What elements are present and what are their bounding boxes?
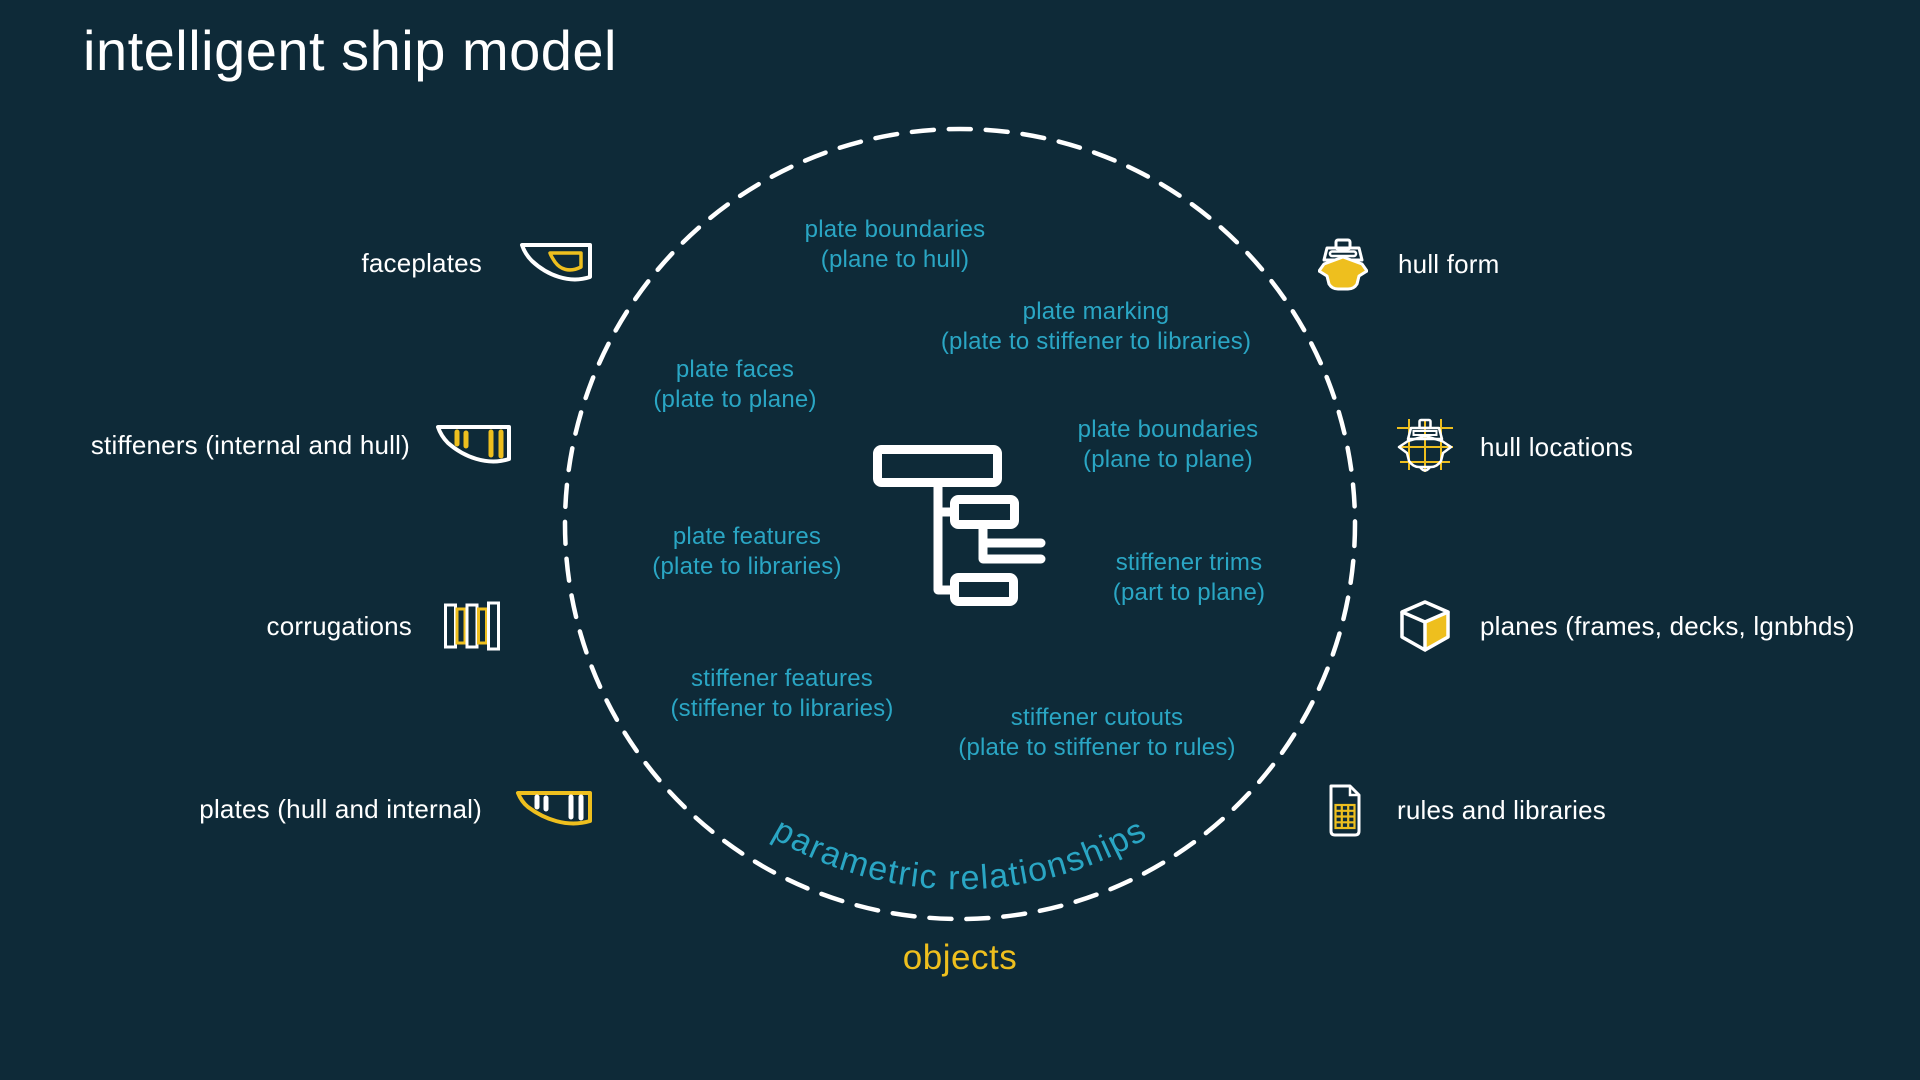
stiffeners-label: stiffeners (internal and hull) bbox=[90, 429, 410, 460]
hull-form-icon bbox=[1318, 238, 1368, 290]
faceplates-label: faceplates bbox=[361, 247, 482, 278]
rules-document-icon bbox=[1329, 784, 1361, 836]
relationship-detail: (part to plane) bbox=[1112, 579, 1266, 606]
rules-label: rules and libraries bbox=[1397, 794, 1607, 825]
relationship-plate-marking: plate marking (plate to stiffener to lib… bbox=[941, 297, 1251, 357]
svg-text:parametric relationships: parametric relationships bbox=[767, 811, 1153, 898]
relationship-detail: (plate to plane) bbox=[653, 386, 817, 413]
hull-locations-icon bbox=[1397, 418, 1453, 472]
relationship-detail: (plate to stiffener to rules) bbox=[958, 734, 1236, 761]
object-row-corrugations: corrugations bbox=[267, 596, 500, 656]
relationship-name: plate marking bbox=[1022, 298, 1170, 325]
circle-caption: parametric relationships bbox=[767, 811, 1152, 898]
relationship-name: stiffener cutouts bbox=[1010, 704, 1184, 731]
relationship-stiffener-features: stiffener features (stiffener to librari… bbox=[670, 664, 893, 724]
relationship-name: plate faces bbox=[675, 356, 795, 383]
relationship-name: plate boundaries bbox=[804, 216, 986, 243]
page-title: intelligent ship model bbox=[83, 19, 617, 82]
corrugations-label: corrugations bbox=[266, 610, 412, 641]
relationship-plate-boundaries-plane: plate boundaries (plane to plane) bbox=[1078, 415, 1259, 475]
relationship-plate-faces: plate faces (plate to plane) bbox=[653, 355, 816, 415]
relationship-detail: (plate to stiffener to libraries) bbox=[940, 328, 1252, 355]
relationship-stiffener-trims: stiffener trims (part to plane) bbox=[1113, 548, 1265, 608]
object-row-rules: rules and libraries bbox=[1327, 780, 1606, 840]
relationship-plate-features: plate features (plate to libraries) bbox=[652, 522, 841, 582]
hull-locations-label: hull locations bbox=[1480, 431, 1634, 462]
object-row-hull-form: hull form bbox=[1318, 234, 1500, 294]
relationship-name: plate boundaries bbox=[1077, 416, 1259, 443]
model-tree-icon bbox=[873, 445, 1046, 606]
plates-label: plates (hull and internal) bbox=[199, 793, 482, 824]
relationship-name: plate features bbox=[672, 523, 822, 550]
object-row-hull-locations: hull locations bbox=[1397, 417, 1633, 477]
dashed-circle bbox=[562, 126, 1358, 922]
object-row-plates: plates (hull and internal) bbox=[199, 779, 593, 839]
objects-caption: objects bbox=[902, 938, 1018, 977]
relationship-detail: (plate to libraries) bbox=[652, 553, 842, 580]
planes-cube-icon bbox=[1400, 599, 1450, 652]
hull-form-label: hull form bbox=[1398, 248, 1500, 279]
corrugation-icon bbox=[444, 601, 500, 651]
relationship-detail: (plane to plane) bbox=[1083, 446, 1253, 473]
object-row-stiffeners: stiffeners (internal and hull) bbox=[91, 415, 512, 475]
relationship-detail: (plane to hull) bbox=[820, 246, 970, 273]
faceplate-icon bbox=[520, 243, 592, 282]
object-row-faceplates: faceplates bbox=[361, 233, 593, 293]
relationship-detail: (stiffener to libraries) bbox=[670, 695, 894, 722]
stiffener-icon bbox=[436, 425, 511, 464]
relationship-plate-boundaries-hull: plate boundaries (plane to hull) bbox=[805, 215, 986, 275]
planes-label: planes (frames, decks, lgnbhds) bbox=[1480, 610, 1855, 641]
relationship-name: stiffener trims bbox=[1115, 549, 1263, 576]
plate-icon bbox=[516, 791, 592, 826]
relationship-stiffener-cutouts: stiffener cutouts (plate to stiffener to… bbox=[958, 703, 1236, 763]
object-row-planes: planes (frames, decks, lgnbhds) bbox=[1398, 596, 1855, 656]
relationship-name: stiffener features bbox=[691, 665, 873, 692]
